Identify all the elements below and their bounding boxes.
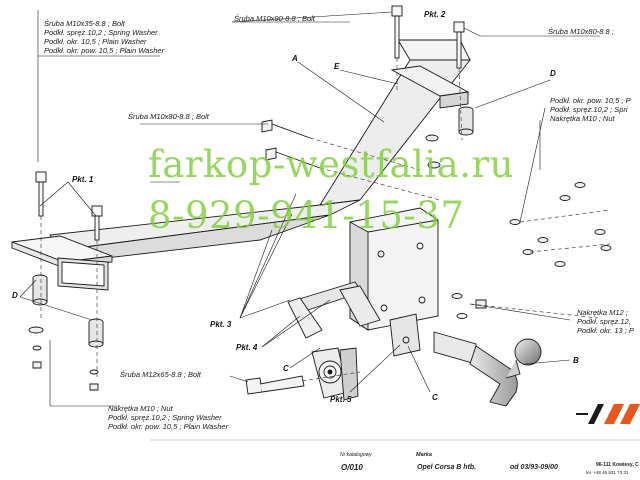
watermark-phone: 8-929-941-15-37 [148,194,465,237]
upper-bracket-e [390,65,470,109]
part-letter-b: B [573,356,579,365]
label-bottom-spring-washer: Podkł. spręż.10,2 ; Spring Washer [108,413,222,422]
label-bolt-m10x90: Śruba M10x90-8.8 ; Bolt [234,14,315,23]
label-spring-washer-1: Podkł. spręż.10,2 ; Spring Washer [44,28,158,37]
tow-ball-arm [433,331,542,407]
bolt-top-mid [391,5,403,59]
label-bottom-plain-washer: Podkł. okr. pow. 10,5 ; Plain Washer [108,422,229,431]
brand-caption: Marka [416,452,432,458]
callout-lines [19,10,600,407]
company-phone: tel. +48 46 831 73 31 [586,470,629,475]
mount-point-5: Pkt. 5 [330,395,352,404]
washer-stack-right [425,134,612,319]
part-letter-e: E [334,62,340,71]
catalog-caption: Nr katalogowy [340,452,372,458]
horizontal-bolts [245,119,321,395]
label-right-nut: Nakrętka M10 ; Nut [550,114,615,123]
label-bottom-nut: Nakrętka M10 ; Nut [108,404,173,413]
label-bolt-m12x65: Śruba M12x65-8.8 ; Bolt [120,370,201,379]
side-beam-a [49,39,471,263]
production-years: od 03/93-09/00 [510,464,558,471]
label-plain-washer-1: Podkł. okr. 10,5 ; Plain Washer [44,37,147,46]
mount-point-1: Pkt. 1 [72,175,94,184]
crossbar-lower [287,281,381,339]
part-letter-c-mid: C [283,364,289,373]
part-letter-d-left: D [12,291,18,300]
company-address: 96-111 Kowiesy, C [596,462,639,468]
mount-point-4: Pkt. 4 [236,343,258,352]
label-right-spring-washer: Podkł. spręż.10,2 ; Spri [550,105,628,114]
left-mount-plate [11,235,113,291]
label-bolt-m10x80-left: Śruba M10x80-8.8 ; Bolt [128,112,209,121]
spacer-right [458,106,474,136]
watermark-site: farkop-westfalia.ru [148,143,515,186]
catalog-number: O/010 [341,463,363,472]
part-letter-d-right: D [550,69,556,78]
washer-stack-left-bottom [28,326,99,391]
mount-point-3: Pkt. 3 [210,320,232,329]
spacer-left-1 [32,274,48,306]
label-bolt-m10x80-right: Śruba M10x80-8.8 ; [548,27,614,36]
part-letter-c-bottom: C [432,393,438,402]
part-letter-a: A [292,54,298,63]
assembly-lines [40,58,611,382]
tow-bracket [389,313,421,357]
label-right-plain-washer: Podkł. okr. pow. 10,5 ; P [550,96,631,105]
car-model: Opel Corsa B htb. [417,464,477,471]
label-plain-washer-13: Podkł. okr. 13 ; P [577,326,634,335]
bolt-left-tall [35,171,47,217]
electrical-socket [311,347,359,401]
label-spring-washer-12: Podkł. spręż.12, [577,317,631,326]
label-bolt-m10x35: Śruba M10x35-8.8 ; Bolt [44,19,125,28]
label-nut-m12: Nakrętka M12 ; [577,308,628,317]
mount-point-2: Pkt. 2 [424,10,446,19]
company-logo [576,404,640,424]
label-plain-washer-wide-1: Podkł. okr. pow. 10,5 ; Plain Washer [44,46,165,55]
spacer-left-2 [88,318,104,348]
